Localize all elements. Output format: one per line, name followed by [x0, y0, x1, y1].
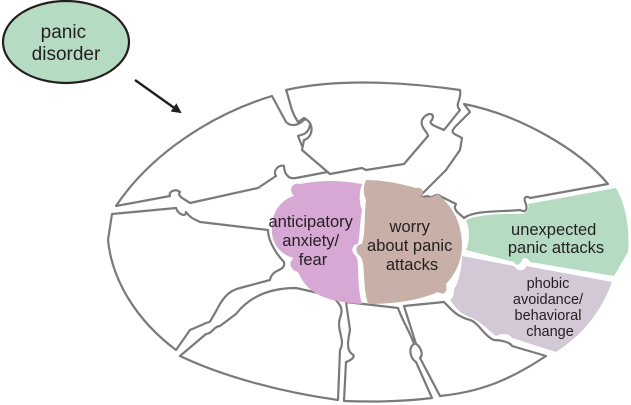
- empty-piece-bottom-right: [402, 300, 548, 398]
- anticipatory-anxiety-shape: [271, 181, 362, 304]
- anticipatory-anxiety-label: anticipatory anxiety/ fear: [269, 213, 358, 269]
- empty-piece-left: [106, 206, 286, 352]
- phobic-line-4: change: [526, 324, 574, 340]
- worry-line-1: worry: [389, 218, 431, 236]
- unexpected-panic-attacks-label: unexpected panic attacks: [508, 221, 604, 257]
- empty-piece-top-right: [416, 102, 610, 220]
- worry-about-panic-piece: worry about panic attacks: [356, 180, 462, 304]
- worry-line-2: about panic: [367, 237, 452, 255]
- worry-about-panic-label: worry about panic attacks: [367, 218, 457, 274]
- worry-line-3: attacks: [386, 256, 438, 274]
- anticipatory-line-1: anticipatory: [269, 213, 354, 231]
- phobic-line-1: phobic: [527, 276, 570, 292]
- worry-about-panic-shape: [356, 180, 462, 304]
- panic-disorder-ellipse: [1, 0, 131, 85]
- anticipatory-line-3: fear: [299, 251, 328, 269]
- phobic-line-3: behavioral: [515, 308, 582, 324]
- panic-disorder-line-1: panic: [41, 22, 86, 43]
- outer-puzzle-ring: [106, 81, 610, 403]
- arrow-to-puzzle: [134, 79, 182, 114]
- unexpected-panic-attacks-piece: unexpected panic attacks: [466, 188, 629, 276]
- unexpected-line-2: panic attacks: [508, 239, 604, 257]
- unexpected-line-1: unexpected: [511, 221, 596, 239]
- phobic-avoidance-label: phobic avoidance/ behavioral change: [513, 276, 587, 340]
- panic-disorder-line-2: disorder: [32, 44, 101, 65]
- phobic-avoidance-shape: [450, 256, 612, 352]
- phobic-avoidance-piece: phobic avoidance/ behavioral change: [450, 256, 612, 352]
- empty-piece-bottom-left: [178, 286, 344, 402]
- anticipatory-anxiety-piece: anticipatory anxiety/ fear: [269, 181, 362, 304]
- empty-piece-top-left: [114, 94, 340, 208]
- phobic-line-2: avoidance/: [513, 292, 584, 308]
- panic-disorder-label: panic disorder: [32, 22, 101, 65]
- unexpected-panic-attacks-shape: [466, 188, 629, 276]
- anticipatory-line-2: anxiety/: [282, 232, 339, 250]
- empty-piece-top: [284, 81, 462, 176]
- empty-piece-bottom: [342, 300, 434, 403]
- panic-disorder-node: panic disorder: [1, 0, 131, 85]
